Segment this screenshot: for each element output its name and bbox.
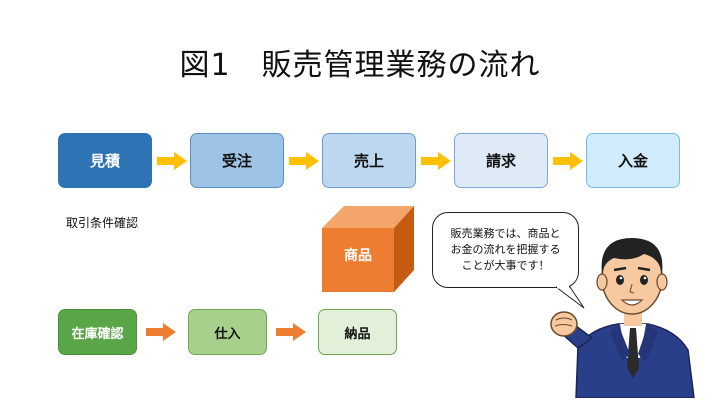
- flow-step-purchase[interactable]: 仕入: [188, 309, 267, 355]
- businessman-illustration: [550, 238, 695, 398]
- speech-line: お金の流れを把握する: [450, 243, 561, 256]
- flow-step-label: 入金: [617, 152, 648, 170]
- product-label: 商品: [344, 248, 372, 264]
- product-cube-icon: [322, 206, 414, 292]
- flow-step-payment[interactable]: 入金: [586, 133, 680, 188]
- speech-line: ことが大事です！: [461, 259, 550, 272]
- speech-bubble-tail: [556, 286, 585, 309]
- arrow-right-icon: [553, 152, 583, 170]
- flow-step-sales[interactable]: 売上: [322, 133, 416, 188]
- flow-step-label: 受注: [221, 152, 252, 170]
- flow-step-label: 見積: [89, 152, 120, 170]
- flow-step-invoice[interactable]: 請求: [454, 133, 548, 188]
- flow-step-label: 売上: [353, 152, 384, 170]
- arrow-right-icon: [276, 323, 306, 341]
- flow-step-label: 納品: [344, 326, 371, 342]
- flow-step-label: 仕入: [214, 326, 241, 342]
- flow-step-order[interactable]: 受注: [190, 133, 284, 188]
- arrow-right-icon: [421, 152, 451, 170]
- transaction-terms-note: 取引条件確認: [66, 216, 139, 230]
- speech-bubble: 販売業務では、商品と お金の流れを把握する ことが大事です！: [432, 212, 579, 288]
- flow-step-estimate[interactable]: 見積: [58, 133, 152, 188]
- flow-step-stock-check[interactable]: 在庫確認: [58, 309, 137, 355]
- arrow-right-icon: [157, 152, 187, 170]
- flow-step-delivery[interactable]: 納品: [318, 309, 397, 355]
- arrow-right-icon: [146, 323, 176, 341]
- flow-step-label: 請求: [485, 152, 516, 170]
- cube-side-face: [394, 206, 414, 292]
- page-title: 図1 販売管理業務の流れ: [179, 48, 541, 83]
- cube-top-face: [322, 206, 414, 228]
- flow-step-label: 在庫確認: [71, 326, 124, 342]
- cube-front-face: [322, 228, 394, 292]
- speech-line: 販売業務では、商品と: [450, 227, 561, 240]
- arrow-right-icon: [289, 152, 319, 170]
